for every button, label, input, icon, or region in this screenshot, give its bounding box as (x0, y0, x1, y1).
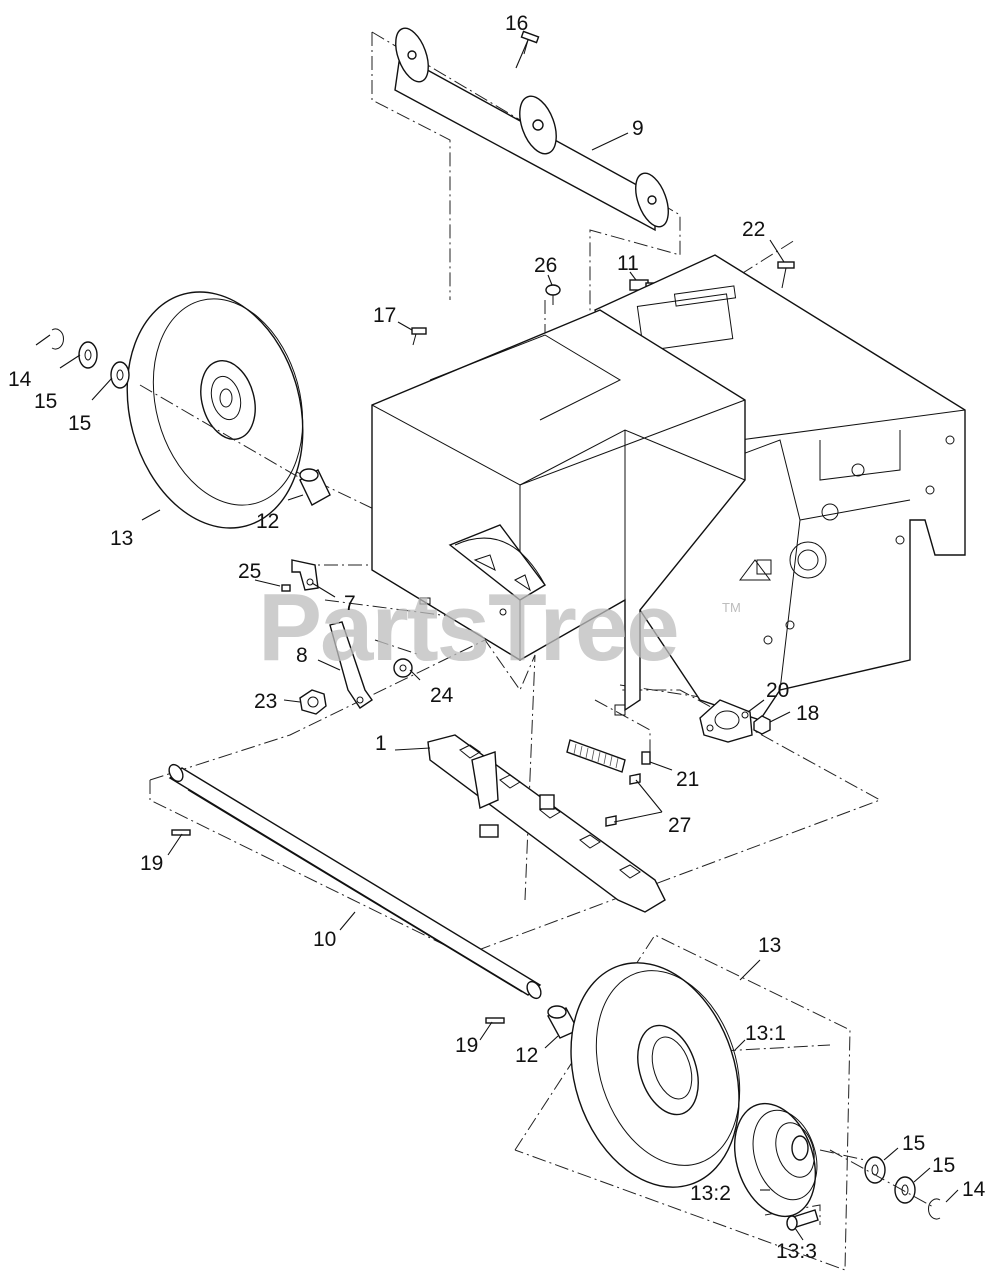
callout-13-2: 13:2 (690, 1182, 731, 1205)
axle-part-10 (168, 763, 542, 1000)
callout-1: 1 (375, 732, 387, 755)
clip-part-14-left (51, 328, 64, 350)
lever-arm-part-8 (329, 621, 373, 709)
callout-16: 16 (505, 12, 528, 35)
rim-part-13-2 (733, 1102, 818, 1218)
nut-part-18 (753, 715, 771, 735)
callout-27: 27 (668, 814, 691, 837)
valve-stem-part-13-3 (786, 1209, 819, 1231)
right-tire-part-13-1 (570, 962, 741, 1188)
callout-10: 10 (313, 928, 336, 951)
clips-part-27 (605, 773, 641, 827)
callout-15: 15 (68, 412, 91, 435)
left-wheel-part-13 (126, 291, 304, 529)
callout-7: 7 (344, 592, 356, 615)
spring-assembly (566, 739, 626, 773)
bolt-part-26 (545, 284, 561, 305)
callout-15: 15 (902, 1132, 925, 1155)
washer-part-15-right-b (894, 1176, 916, 1204)
leader-lines (35, 39, 959, 1241)
clip-part-14-right (928, 1198, 941, 1220)
callout-21: 21 (676, 768, 699, 791)
callout-24: 24 (430, 684, 454, 707)
washer-part-15-left-b (110, 361, 130, 389)
callout-14: 14 (8, 368, 32, 391)
callout-13: 13 (758, 934, 781, 957)
partstree-watermark: PartsTree (258, 574, 678, 681)
callout-19: 19 (140, 852, 163, 875)
callout-15: 15 (34, 390, 57, 413)
bracket-part-7 (291, 559, 319, 591)
callout-11: 11 (617, 252, 639, 275)
callout-17: 17 (373, 304, 396, 327)
callout-25: 25 (238, 560, 261, 583)
bushing-part-12-left (139, 384, 331, 506)
callout-20: 20 (766, 679, 789, 702)
callout-18: 18 (796, 702, 819, 725)
callout-13-1: 13:1 (745, 1022, 786, 1045)
callout-labels: 16 9 26 11 22 17 14 15 15 13 12 25 7 8 2… (8, 12, 986, 1263)
pin-part-19-bottom (485, 1017, 505, 1024)
callout-13: 13 (110, 527, 133, 550)
pin-part-19-top (171, 829, 191, 836)
nut-part-23 (299, 689, 327, 715)
callout-26: 26 (534, 254, 557, 277)
washer-part-15-right-a (864, 1156, 886, 1184)
pin-part-17 (411, 327, 427, 346)
callout-22: 22 (742, 218, 765, 241)
callout-14: 14 (962, 1178, 986, 1201)
bolt-part-22 (777, 261, 795, 289)
clip-part-25 (281, 584, 291, 592)
main-frame-housing (371, 254, 966, 721)
watermark-trademark: TM (722, 600, 741, 615)
callout-9: 9 (632, 117, 644, 140)
roller-shaft-part-9 (394, 27, 669, 232)
bearing-flange-part-20 (699, 699, 753, 743)
callout-13-3: 13:3 (776, 1240, 817, 1263)
pin-part-21 (641, 751, 651, 765)
washer-part-24 (393, 658, 413, 678)
callout-12: 12 (515, 1044, 538, 1067)
control-plate-part-1 (427, 734, 666, 913)
washer-part-15-left-a (78, 341, 98, 369)
callout-8: 8 (296, 644, 308, 667)
callout-19: 19 (455, 1034, 478, 1057)
callout-12: 12 (256, 510, 279, 533)
callout-23: 23 (254, 690, 277, 713)
callout-15: 15 (932, 1154, 955, 1177)
